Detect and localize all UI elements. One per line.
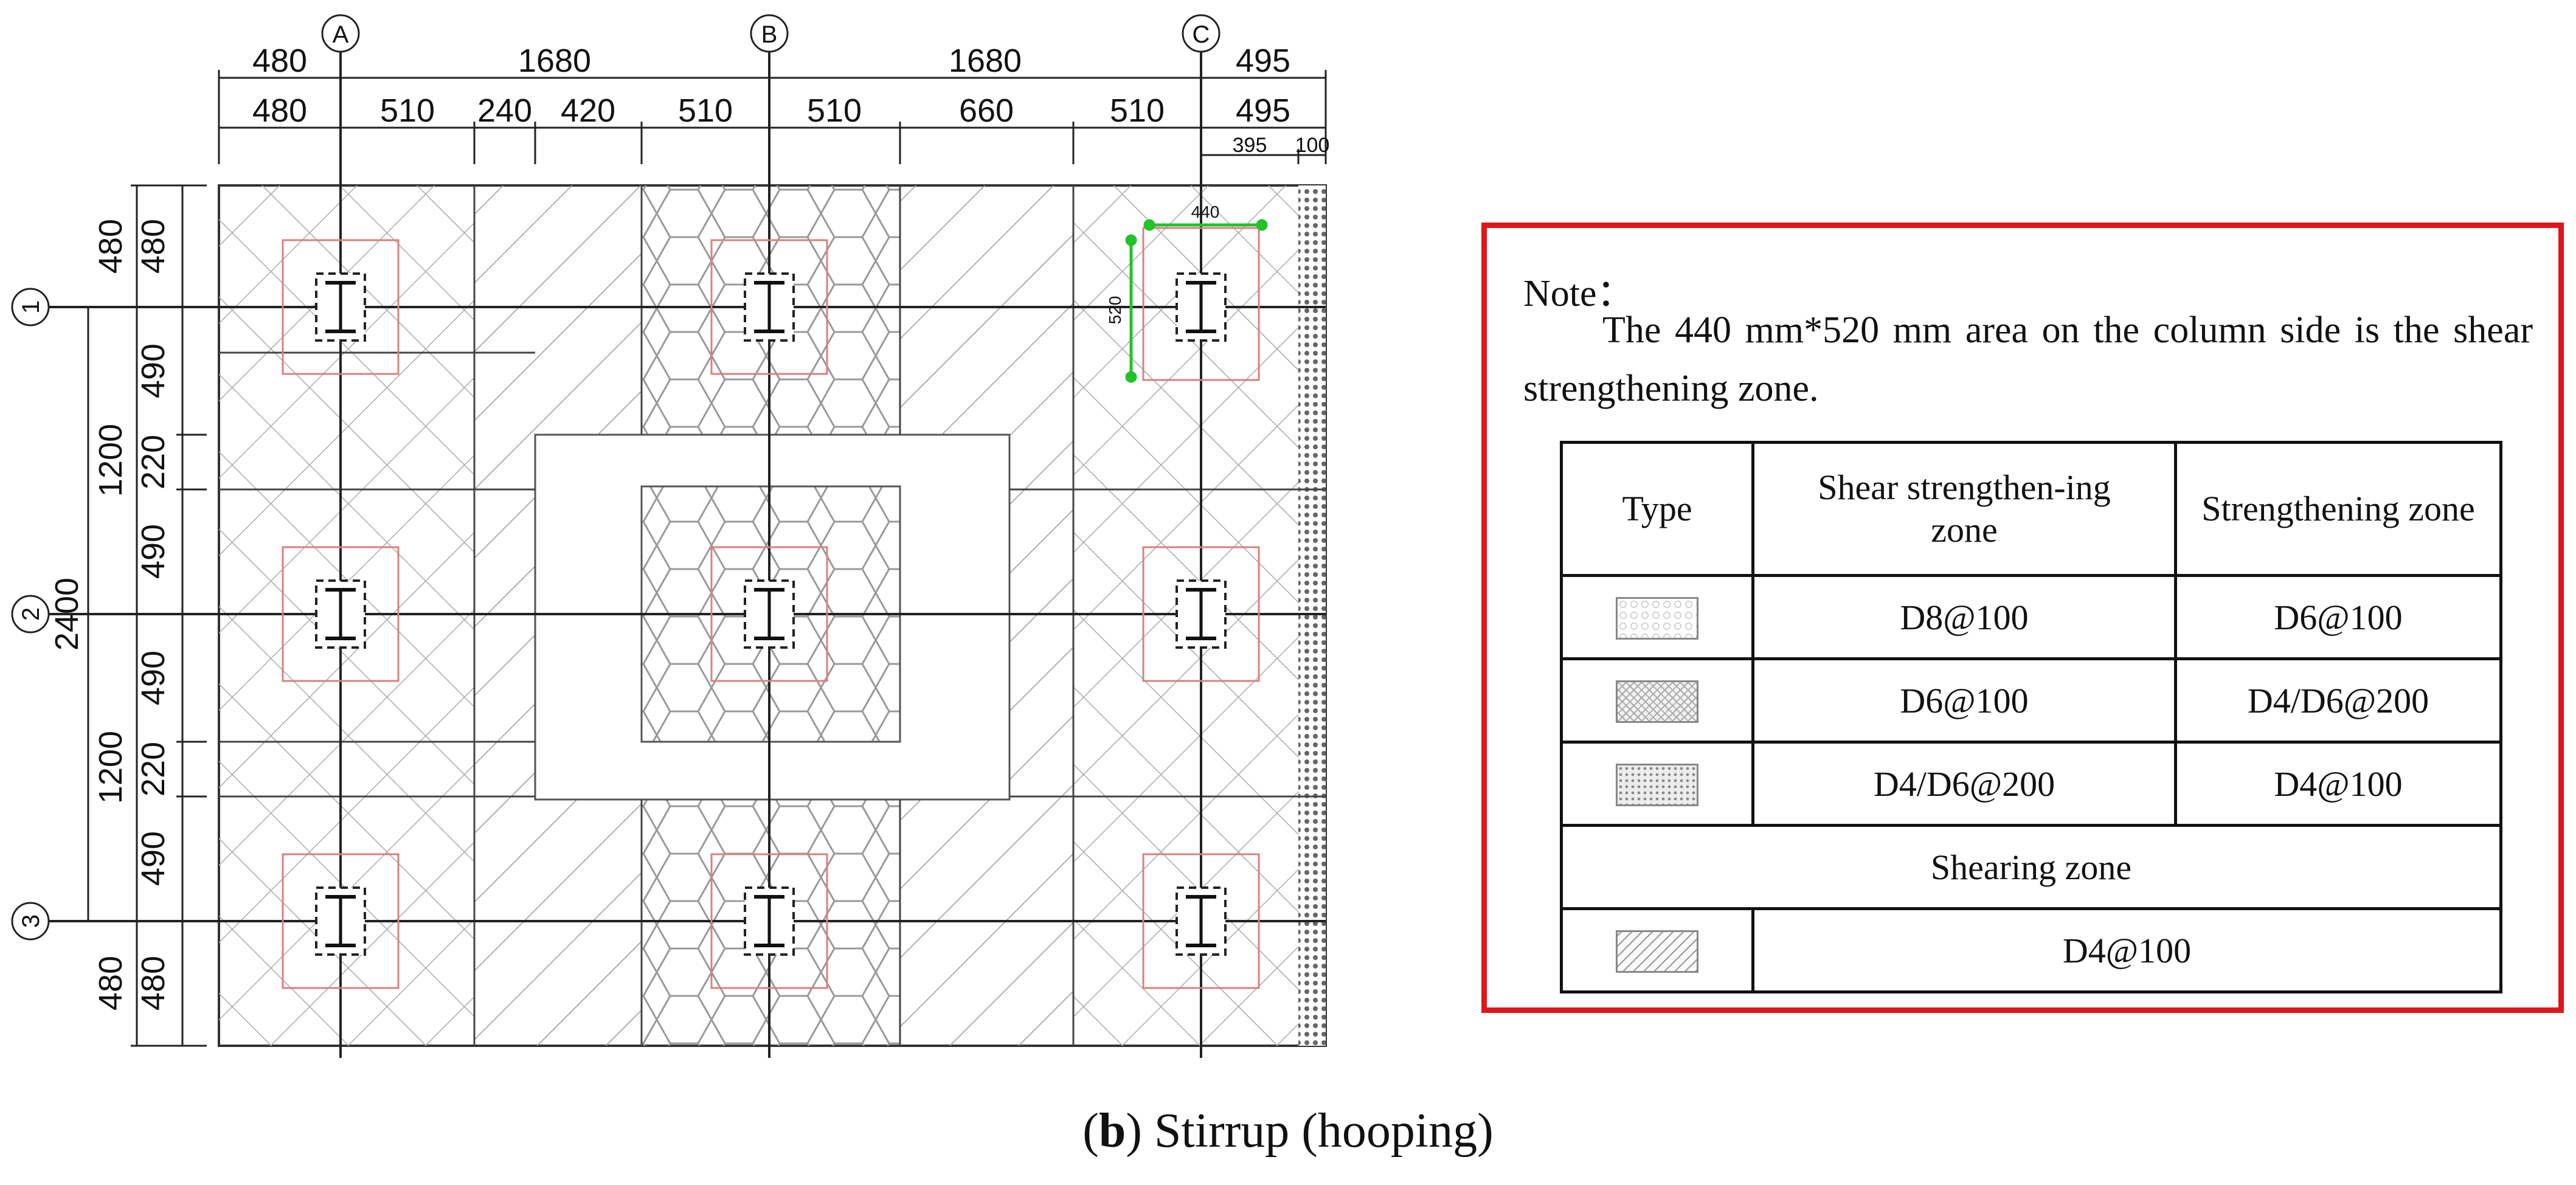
legend-shear-value: D4/D6@200 [1751,741,2177,827]
legend-shearing-value: D4@100 [1751,907,2502,993]
legend-shear-value: D6@100 [1751,657,2177,744]
legend-table: Type Shear strengthen-ing zone Strengthe… [1560,441,2502,993]
dim-top-1: 480 [252,43,307,79]
legend-row: D6@100 D4/D6@200 [1560,657,2502,744]
legend-header-shear: Shear strengthen-ing zone [1751,441,2177,577]
legend-section-row: Shearing zone [1560,824,2502,910]
legend-strengthening-value: D4/D6@200 [2174,657,2502,744]
columns [282,227,1260,989]
dim-top-2: 510 [678,92,733,129]
dot-hatch-icon [1616,764,1698,807]
green-dimension [1125,219,1268,383]
left-dimensions [82,184,207,1047]
dim-top-2: 495 [1236,92,1290,129]
dim-top-3: 100 [1295,134,1330,157]
honeycomb-hatch-icon [1616,597,1698,640]
dim-top-1: 1680 [949,43,1022,79]
legend-strengthening-value: D6@100 [2174,574,2502,660]
legend-header-row: Type Shear strengthen-ing zone Strengthe… [1560,441,2502,577]
legend-row: D4@100 [1560,907,2502,993]
legend-header-strengthening: Strengthening zone [2174,441,2502,577]
dim-top-2: 510 [1110,92,1165,129]
dim-left-mid: 480 [92,956,129,1011]
dim-top-2: 420 [561,92,615,129]
legend-section-label: Shearing zone [1560,824,2502,910]
caption-letter: b [1098,1104,1126,1158]
axis-label-row: 3 [18,914,44,928]
caption-text: ) Stirrup (hooping) [1126,1104,1494,1158]
dim-left-inner: 490 [135,651,171,705]
dim-left-mid: 1200 [92,424,129,497]
axis-label-row: 1 [18,300,44,314]
note-text: The 440 mm*520 mm area on the column sid… [1523,309,2533,409]
top-dimensions [218,70,1327,164]
dim-left-inner: 480 [135,219,171,274]
dim-left-inner: 480 [135,956,171,1011]
hatch-zones [219,185,1326,1046]
green-dim-width: 440 [1191,202,1220,221]
dim-top-2: 510 [807,92,862,129]
axis-label-col: C [1193,21,1210,48]
column [1142,853,1260,989]
column [282,546,400,682]
legend-row: D4/D6@200 D4@100 [1560,741,2502,827]
dim-left-inner: 490 [135,344,171,398]
legend-header-type: Type [1560,441,1754,577]
dim-top-1: 495 [1236,43,1290,79]
dim-left-inner: 490 [135,524,171,579]
dim-top-2: 480 [252,92,307,129]
dim-top-3: 395 [1233,134,1267,157]
column [710,239,828,375]
legend-strengthening-value: D4@100 [2174,741,2502,827]
legend-shear-value: D8@100 [1751,574,2177,660]
axis-label-row: 2 [18,607,44,621]
green-dim-height: 520 [1106,296,1124,325]
diagonal-hatch-icon [1616,930,1698,973]
note-panel: Note： The 440 mm*520 mm area on the colu… [1481,223,2564,1013]
dim-left-inner: 220 [135,742,171,796]
column [710,546,828,682]
figure-caption: (b) Stirrup (hooping) [0,1104,2576,1159]
slab-reinforcement-plan: 440 520 480 1680 1680 495 480 510 240 42… [11,14,1330,1058]
axis-label-col: A [333,21,349,48]
axis-bubbles-top [321,14,1220,53]
column [1142,546,1260,682]
axis-label-col: B [761,21,778,48]
dim-left-inner: 220 [135,435,171,489]
dim-left-mid: 480 [92,219,129,274]
edge-dense-strip [1298,185,1326,1046]
dim-left-mid: 1200 [92,731,129,804]
column [282,239,400,375]
dim-top-2: 660 [959,92,1014,129]
column [282,853,400,989]
caption-prefix: ( [1082,1104,1099,1158]
dim-left-inner: 490 [135,831,171,886]
note-title: Note： [1523,273,1635,314]
column [710,853,828,989]
dim-left-outer: 2400 [49,578,85,651]
cross-hatch-icon [1616,680,1698,724]
dim-top-1: 1680 [518,43,591,79]
column [1142,227,1260,381]
axis-bubbles-left [11,288,50,941]
legend-row: D8@100 D6@100 [1560,574,2502,660]
dim-top-2: 240 [477,92,532,129]
dim-top-2: 510 [380,92,435,129]
